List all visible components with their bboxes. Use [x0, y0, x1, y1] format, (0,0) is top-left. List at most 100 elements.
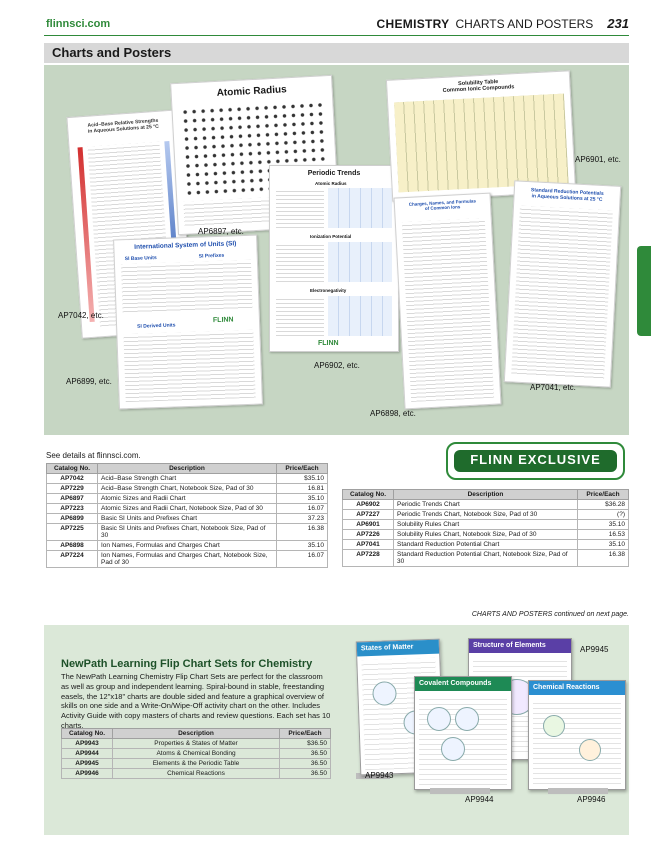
section-bar: Charts and Posters	[44, 43, 629, 63]
price-cell: $35.10	[276, 473, 328, 484]
poster-ions: Charges, Names, and Formulas of Common I…	[393, 192, 502, 410]
catalog-number-cell: AP6897	[46, 493, 98, 504]
poster-ions-title: Charges, Names, and Formulas of Common I…	[408, 198, 477, 212]
ions-lines	[401, 217, 495, 403]
description-cell: Solubility Rules Chart, Notebook Size, P…	[393, 529, 578, 540]
flip-reactions-body	[533, 699, 621, 785]
si-base-units-label: SI Base Units	[124, 255, 157, 263]
description-cell: Elements & the Periodic Table	[112, 758, 280, 769]
solubility-grid	[394, 93, 569, 193]
price-cell: 16.81	[276, 483, 328, 494]
flip-reactions-title: Chemical Reactions	[529, 681, 625, 695]
poster-si-units: International System of Units (SI) SI Ba…	[113, 234, 263, 410]
description-cell: Ion Names, Formulas and Charges Chart	[97, 540, 277, 551]
price-cell: 16.38	[577, 549, 629, 567]
pt-graph-3	[276, 296, 324, 336]
catalog-number-cell: AP6901	[342, 519, 394, 530]
catalog-number-cell: AP7226	[342, 529, 394, 540]
page-number: 231	[607, 16, 629, 31]
col-price: Price/Each	[276, 463, 328, 474]
site-url[interactable]: flinnsci.com	[46, 18, 111, 30]
pt-grid-2	[328, 242, 392, 282]
pt-atomic-radius: Atomic Radius	[315, 181, 347, 186]
price-cell: 37.23	[276, 513, 328, 524]
catalog-number-cell: AP9944	[61, 748, 113, 759]
description-cell: Basic SI Units and Prefixes Chart, Noteb…	[97, 523, 277, 541]
col-description: Description	[393, 489, 578, 500]
table-header-row: Catalog No. Description Price/Each	[61, 728, 331, 739]
col-catalog: Catalog No.	[46, 463, 98, 474]
catalog-number-cell: AP7227	[342, 509, 394, 520]
si-prefixes-label: SI Prefixes	[198, 252, 225, 260]
poster-reduction: Standard Reduction Potentials in Aqueous…	[503, 180, 622, 388]
easel-stand-2	[430, 788, 490, 794]
flip-reactions-diagram	[579, 739, 601, 761]
label-ap9946: AP9946	[577, 795, 606, 804]
price-cell: 35.10	[577, 539, 629, 550]
table-header-row: Catalog No. Description Price/Each	[342, 489, 629, 500]
header-rule	[44, 35, 629, 36]
easel-stand-3	[548, 788, 608, 794]
page-header: CHEMISTRY CHARTS AND POSTERS 231	[377, 16, 629, 31]
label-ap7042: AP7042, etc.	[58, 311, 104, 320]
catalog-number-cell: AP7225	[46, 523, 98, 541]
chapter-tab	[637, 246, 651, 336]
col-description: Description	[112, 728, 280, 739]
col-description: Description	[97, 463, 277, 474]
price-cell: 16.53	[577, 529, 629, 540]
poster-reduction-title: Standard Reduction Potentials in Aqueous…	[530, 187, 604, 203]
description-cell: Acid–Base Strength Chart	[97, 473, 277, 484]
price-cell: 35.10	[276, 540, 328, 551]
catalog-number-cell: AP7224	[46, 550, 98, 568]
flip-reactions-diagram	[543, 715, 565, 737]
description-cell: Properties & States of Matter	[112, 738, 280, 749]
catalog-number-cell: AP7042	[46, 473, 98, 484]
flip-chart-reactions: Chemical Reactions	[528, 680, 626, 790]
price-cell: 36.50	[279, 758, 331, 769]
si-lines-bottom	[123, 329, 256, 403]
price-cell: $36.50	[279, 738, 331, 749]
description-cell: Ion Names, Formulas and Charges Chart, N…	[97, 550, 277, 568]
product-table-right: Catalog No. Description Price/Each AP690…	[342, 489, 629, 567]
section-title: Charts and Posters	[52, 45, 172, 60]
poster-periodic-title: Periodic Trends	[307, 170, 361, 177]
price-cell: 35.10	[276, 493, 328, 504]
description-cell: Atomic Sizes and Radii Chart, Notebook S…	[97, 503, 277, 514]
catalog-number-cell: AP9946	[61, 768, 113, 779]
poster-acid-base-title: Acid–Base Relative Strengths in Aqueous …	[87, 117, 159, 135]
si-flinn-logo: FLINN	[212, 316, 234, 325]
price-cell: $36.28	[577, 499, 629, 510]
poster-si-title: International System of Units (SI)	[134, 240, 237, 251]
pt-graph-1	[276, 188, 324, 228]
header-category: CHARTS AND POSTERS	[455, 17, 594, 31]
newpath-title: NewPath Learning Flip Chart Sets for Che…	[61, 658, 313, 670]
si-derived-label: SI Derived Units	[137, 322, 176, 330]
label-ap6902: AP6902, etc.	[314, 361, 360, 370]
pt-flinn-logo: FLINN	[318, 340, 339, 347]
description-cell: Solubility Rules Chart	[393, 519, 578, 530]
catalog-number-cell: AP7223	[46, 503, 98, 514]
header-category-bold: CHEMISTRY	[376, 17, 450, 31]
label-ap7041: AP7041, etc.	[530, 383, 576, 392]
catalog-number-cell: AP7041	[342, 539, 394, 550]
description-cell: Atoms & Chemical Bonding	[112, 748, 280, 759]
poster-photo: Acid–Base Relative Strengths in Aqueous …	[44, 65, 629, 435]
continued-note: CHARTS AND POSTERS continued on next pag…	[471, 611, 629, 618]
description-cell: Chemical Reactions	[112, 768, 280, 779]
label-ap6898: AP6898, etc.	[370, 409, 416, 418]
flip-chart-covalent: Covalent Compounds	[414, 676, 512, 790]
label-ap6899: AP6899, etc.	[66, 377, 112, 386]
